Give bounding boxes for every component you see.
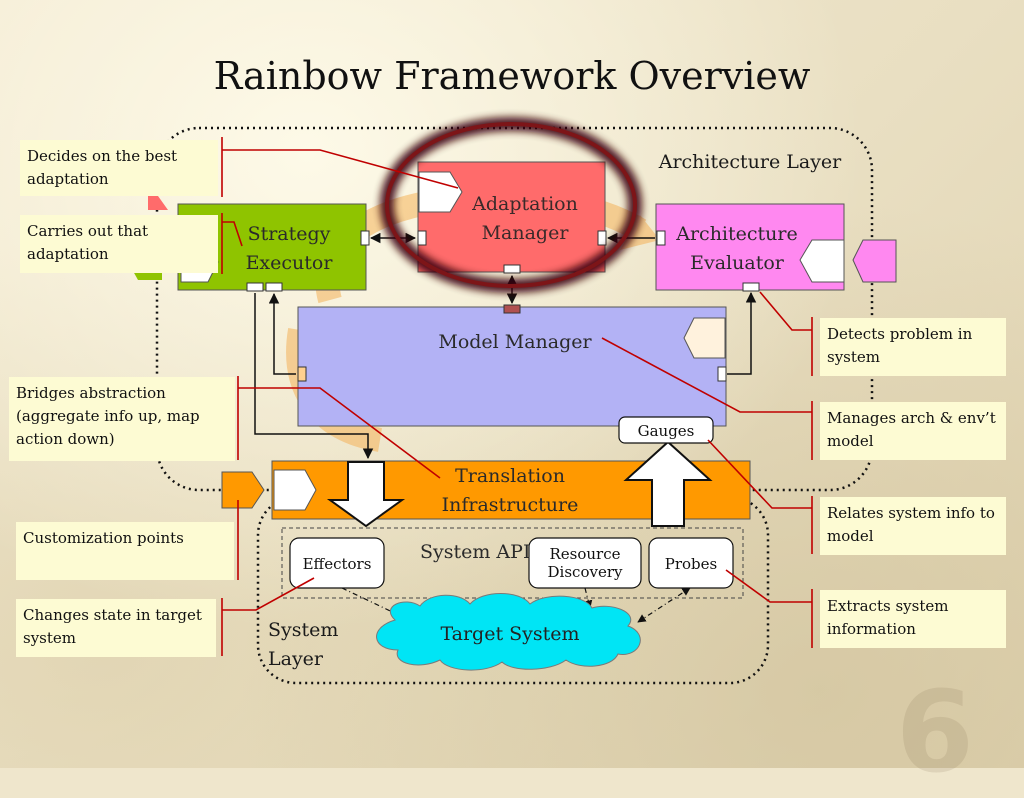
callout-customization: Customization points [16,522,234,580]
plug-architecture-evaluator [799,239,845,283]
target-system-cloud [376,593,641,671]
gauges-label: Gauges [637,422,695,440]
probes-box [648,537,734,589]
customization-point-translation [221,471,265,509]
callout-decides: Decides on the best adaptation [20,140,218,196]
port-mm-right [717,366,727,382]
callout-bridges: Bridges abstraction (aggregate info up, … [9,377,235,461]
system-api-label: System API [420,541,530,563]
system-layer-label: System Layer [268,619,339,670]
port-se-bottom-1 [246,282,264,292]
arrow-mm-se [268,292,296,375]
resource-discovery-label: Resource Discovery [547,545,623,581]
adaptation-highlight-ring-inner [385,122,637,288]
port-se-bottom-2 [265,282,283,292]
plug-model-manager [683,317,726,359]
architecture-evaluator-label: Architecture Evaluator [676,223,798,274]
callout-changes: Changes state in target system [16,599,216,657]
port-mm-top [503,304,521,314]
callout-extracts: Extracts system information [820,590,1006,648]
model-manager-box [297,306,727,427]
link-discovery-target [584,587,593,609]
customization-point-adaptation [148,196,168,210]
callout-connectors [221,137,813,656]
arrow-mm-ae [727,291,757,375]
adaptation-manager-label: Adaptation Manager [472,193,578,244]
gauges-box [618,416,714,444]
model-manager-label: Model Manager [438,331,592,353]
port-ae-bottom [742,282,760,292]
port-am-bottom [503,264,521,274]
callout-detects: Detects problem in system [820,318,1006,376]
page-number: 6 [896,668,974,798]
callout-manages: Manages arch & env’t model [820,402,1006,460]
translation-infrastructure-label: Translation Infrastructure [441,465,579,516]
port-mm-left [297,366,307,382]
port-ae-left [656,230,666,246]
link-probes-target [637,587,691,623]
port-am-left [417,230,427,246]
up-block-arrow [623,440,713,527]
architecture-layer-label: Architecture Layer [658,151,842,173]
effectors-label: Effectors [302,555,372,573]
port-se-right [360,230,370,246]
slide-title: Rainbow Framework Overview [213,54,811,98]
port-am-right [597,230,607,246]
resource-discovery-box [528,537,642,589]
effectors-box [289,537,385,589]
diagram-canvas [128,117,897,685]
callout-carries: Carries out that adaptation [20,215,218,273]
arrow-se-translation [254,293,374,460]
down-block-arrow [326,461,406,528]
target-system-label: Target System [440,623,580,645]
probes-label: Probes [664,555,718,573]
strategy-executor-label: Strategy Executor [245,223,333,274]
callout-relates: Relates system info to model [820,497,1006,555]
customization-point-evaluator [852,239,897,283]
plug-translation [273,469,317,511]
plug-adaptation-manager [418,171,463,213]
